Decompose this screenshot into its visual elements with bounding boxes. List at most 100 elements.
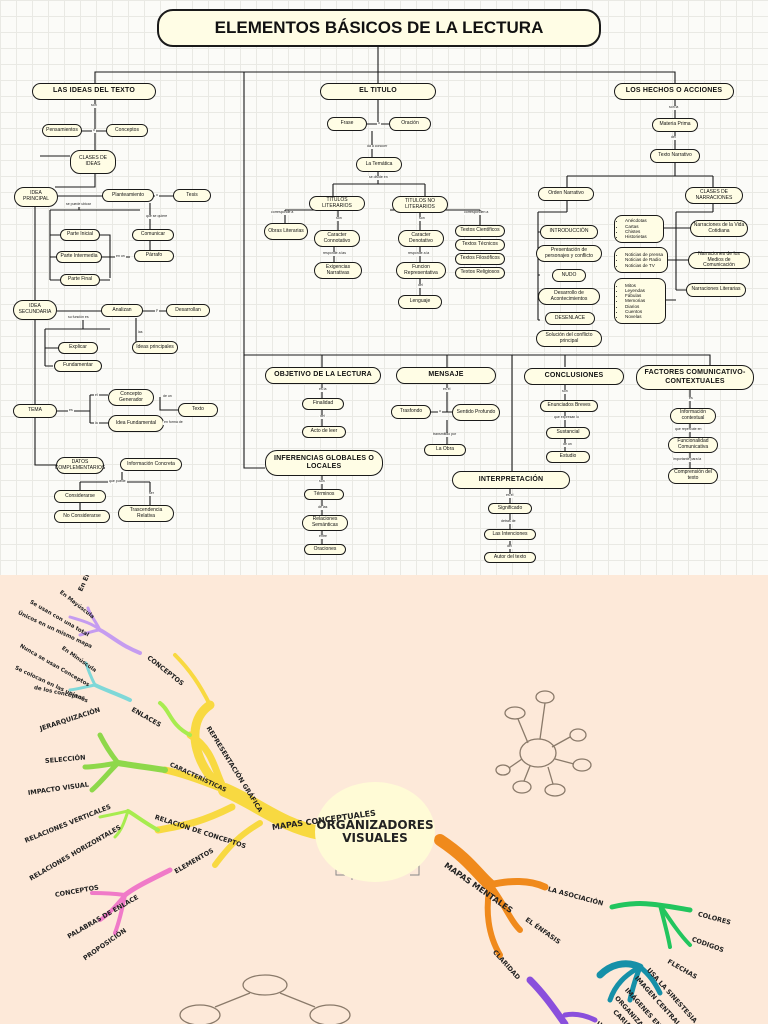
connector-que-repercute-en: que repercute en [674, 427, 703, 432]
node-desarrollan: Desarrollan [166, 304, 210, 317]
connector-que-se-quiere: que se quiere [145, 214, 169, 219]
connector-son: son [335, 216, 343, 221]
node-explicar: Explicar [58, 342, 98, 354]
connector-del: del [670, 135, 677, 140]
node-texto-narrativo: Texto Narrativo [650, 149, 700, 163]
node-la-obra: La Obra [424, 444, 466, 456]
node-textos-religiosos: Textos Religiosos [455, 267, 505, 279]
node-las-intenciones: Las Intenciones [484, 529, 536, 540]
node-acto-de-leer: Acto de leer [302, 426, 346, 438]
header-inferencias-globales-o-locales: INFERENCIAS GLOBALES O LOCALES [265, 450, 383, 476]
node-no-considerarse: No Considerarse [54, 510, 110, 523]
node-parte-inicial: Parte Inicial [60, 229, 100, 241]
node-trascendencia-relativa: Trascendencia Relativa [118, 505, 174, 522]
connector-en-forma-de: en forma de [163, 420, 184, 425]
node-narraciones-literarias: Narraciones Literarias [686, 283, 746, 297]
list-item-literarias: Cuentos [625, 309, 645, 314]
node-comunicar: Comunicar [132, 229, 174, 241]
connector-son: son [561, 389, 569, 394]
connector-del: del [417, 283, 424, 288]
node-funcion-representativa: Funcion Representativa [396, 262, 446, 279]
node-narraciones-vida-cotidiana: Narraciones de la Vida Cotidiana [690, 220, 748, 237]
connector-es: es [68, 408, 74, 413]
list-item-cotidiana: Historietas [625, 234, 647, 239]
connector-responde-a-las: responde a las [322, 251, 347, 256]
node-idea-principal: IDEA PRINCIPAL [14, 187, 58, 207]
list-item-medios: Noticias de TV [625, 263, 663, 268]
node-ideas-principales: Ideas principales [132, 341, 178, 354]
connector-es: es [688, 396, 694, 401]
list-literarias: MitosLeyendasFábulasMemoriasDiariosCuent… [614, 278, 666, 324]
node-parte-final: Parte Final [60, 274, 100, 286]
connector-o: o [155, 193, 159, 198]
node-titulos-no-literarios: TITULOS NO LITERARIOS [392, 196, 448, 213]
node-idea-fundamental: Idea Fundamental [108, 415, 164, 432]
node-sentido-profundo: Sentido Profundo [452, 404, 500, 421]
node-pensamientos: Pensamientos [42, 124, 82, 137]
node-textos-cientificos: Textos Científicos [455, 225, 505, 237]
connector-transmitido-por: transmitido por [432, 432, 458, 437]
node-autor-del-texto: Autor del texto [484, 552, 536, 563]
connector-en-un: en un [115, 254, 126, 259]
header-interpretacion: INTERPRETACIÓN [452, 471, 570, 489]
page-title: ELEMENTOS BÁSICOS DE LA LECTURA [157, 9, 601, 47]
list-item-literarias: Fábulas [625, 293, 645, 298]
node-oraciones: Oraciones [304, 544, 346, 555]
connector-o: o [438, 409, 442, 414]
node-caracter-connotativo: Caracter Connotativo [314, 230, 360, 247]
connector-las: las [137, 330, 144, 335]
node-desarrollo: Desarrollo de Acontecimientos [538, 288, 600, 305]
list-item-literarias: Leyendas [625, 288, 645, 293]
node-datos-complementarios: DATOS COMPLEMENTARIOS [55, 457, 105, 474]
node-comprension-del-texto: Comprensión del texto [668, 468, 718, 484]
list-item-medios: Noticias de Radio [625, 257, 663, 262]
connector-el: el [94, 393, 99, 398]
mind-map-organizadores-visuales: ORGANIZADORES VISUALES MAPAS CONCEPTUALE… [0, 575, 768, 1024]
node-titulos-literarios: TITULOS LITERARIOS [309, 196, 365, 211]
node-fundamentar: Fundamentar [54, 360, 102, 372]
header-objetivo-de-la-lectura: OBJETIVO DE LA LECTURA [265, 367, 381, 384]
connector-de-un: de un [162, 394, 173, 399]
header-los-hechos-o-acciones: LOS HECHOS O ACCIONES [614, 83, 734, 100]
node-texto: Texto [178, 403, 218, 417]
header-el-titulo: EL TITULO [320, 83, 436, 100]
connector-su-funcion-es: su función es [67, 315, 90, 320]
connector-son: son [90, 103, 98, 108]
node-nudo: NUDO [552, 269, 586, 282]
connector-es-el: es el [505, 493, 515, 498]
node-caracter-denotativo: Caracter Denotativo [398, 230, 444, 247]
node-exigencias-narrativas: Exigencias Narrativas [314, 262, 362, 279]
connector-son-la: son la [668, 105, 680, 110]
list-item-cotidiana: Chistes [625, 229, 647, 234]
connector-la: la [94, 421, 99, 426]
node-oracion: Oración [389, 117, 431, 131]
node-conceptos: Conceptos [106, 124, 148, 137]
node-relaciones-semanticas: Relaciones Semánticas [302, 515, 348, 531]
connector-se-divide-en: se divide en [368, 175, 389, 180]
list-item-medios: Noticias de prensa [625, 252, 663, 257]
connector-son: son [418, 216, 426, 221]
node-terminos: Términos [304, 489, 344, 500]
connector-detras-de: detras de [500, 519, 517, 524]
node-frase: Frase [327, 117, 367, 131]
connector-que-expresan-lo: que expresan lo [553, 415, 580, 420]
list-item-cotidiana: Cartas [625, 224, 647, 229]
node-tema: TEMA [13, 404, 57, 418]
node-obras-literarias: Obras Literarias [264, 223, 308, 240]
node-solucion: Solución del conflicto principal [536, 330, 602, 347]
node-introduccion: INTRODUCCIÓN [540, 225, 598, 239]
connector-de-las: de las [317, 505, 329, 510]
node-funcionalidad-comunicativa: Funcionalidad Comunicativa [668, 437, 718, 453]
connector-son: son [318, 479, 326, 484]
list-item-literarias: Memorias [625, 298, 645, 303]
node-estudio: Estudio [546, 451, 590, 463]
connector-da-a-conocer: da a conocer [366, 144, 389, 149]
connector-o: o [92, 128, 96, 133]
concept-map-elementos-lectura: ELEMENTOS BÁSICOS DE LA LECTURA LAS IDEA… [0, 0, 768, 575]
connector-y: y [155, 308, 159, 313]
mind-map-branches [68, 606, 693, 1024]
node-finalidad: Finalidad [302, 398, 344, 410]
node-presentacion: Presentación de personajes y conflicto [536, 245, 602, 262]
node-analizan: Analizan [101, 304, 143, 317]
connector-corresponde-a: corresponde a [270, 210, 295, 215]
